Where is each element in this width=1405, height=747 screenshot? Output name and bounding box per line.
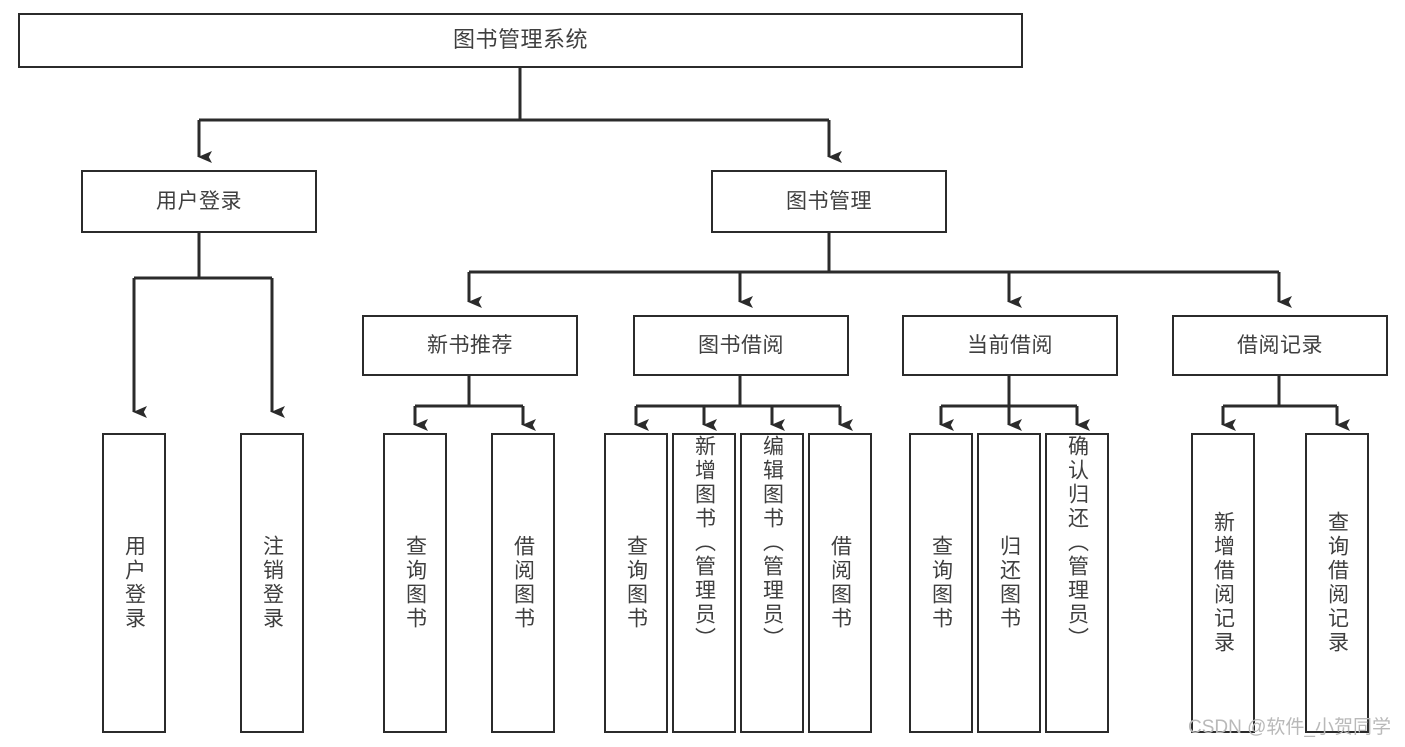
leaf-query-book-2[interactable]: 查询图书: [604, 433, 668, 733]
leaf-return-book-label: 归还图书: [997, 535, 1021, 631]
node-borrow-record[interactable]: 借阅记录: [1172, 315, 1388, 376]
leaf-borrow-book-2[interactable]: 借阅图书: [808, 433, 872, 733]
node-book-borrow[interactable]: 图书借阅: [633, 315, 849, 376]
leaf-user-login-label: 用户登录: [122, 535, 146, 631]
watermark-text: CSDN @软件_小贺同学: [1188, 717, 1391, 738]
node-root[interactable]: 图书管理系统: [18, 13, 1023, 68]
leaf-add-record[interactable]: 新增借阅记录: [1191, 433, 1255, 733]
node-new-book-recommend-label: 新书推荐: [427, 333, 513, 357]
leaf-add-book[interactable]: 新增图书（管理员）: [672, 433, 736, 733]
node-user-login[interactable]: 用户登录: [81, 170, 317, 233]
leaf-user-login[interactable]: 用户登录: [102, 433, 166, 733]
node-new-book-recommend[interactable]: 新书推荐: [362, 315, 578, 376]
leaf-logout-login-label: 注销登录: [260, 535, 284, 631]
leaf-logout-login[interactable]: 注销登录: [240, 433, 304, 733]
leaf-query-record-label: 查询借阅记录: [1325, 511, 1349, 655]
leaf-query-book-3[interactable]: 查询图书: [909, 433, 973, 733]
leaf-add-record-label: 新增借阅记录: [1211, 511, 1235, 655]
node-book-manage-label: 图书管理: [786, 189, 872, 213]
leaf-query-book-1-label: 查询图书: [403, 535, 427, 631]
node-current-borrow[interactable]: 当前借阅: [902, 315, 1118, 376]
leaf-confirm-return[interactable]: 确认归还（管理员）: [1045, 433, 1109, 733]
leaf-return-book[interactable]: 归还图书: [977, 433, 1041, 733]
leaf-query-book-3-label: 查询图书: [929, 535, 953, 631]
leaf-borrow-book-2-label: 借阅图书: [828, 535, 852, 631]
leaf-borrow-book-1[interactable]: 借阅图书: [491, 433, 555, 733]
leaf-query-book-1[interactable]: 查询图书: [383, 433, 447, 733]
leaf-confirm-return-label: 确认归还（管理员）: [1065, 435, 1089, 651]
node-root-label: 图书管理系统: [452, 27, 588, 53]
leaf-edit-book[interactable]: 编辑图书（管理员）: [740, 433, 804, 733]
node-user-login-label: 用户登录: [156, 189, 242, 213]
node-book-manage[interactable]: 图书管理: [711, 170, 947, 233]
leaf-query-book-2-label: 查询图书: [624, 535, 648, 631]
leaf-edit-book-label: 编辑图书（管理员）: [760, 435, 784, 651]
node-current-borrow-label: 当前借阅: [967, 333, 1053, 357]
node-book-borrow-label: 图书借阅: [698, 333, 784, 357]
node-borrow-record-label: 借阅记录: [1237, 333, 1323, 357]
leaf-borrow-book-1-label: 借阅图书: [511, 535, 535, 631]
leaf-add-book-label: 新增图书（管理员）: [692, 435, 716, 651]
leaf-query-record[interactable]: 查询借阅记录: [1305, 433, 1369, 733]
